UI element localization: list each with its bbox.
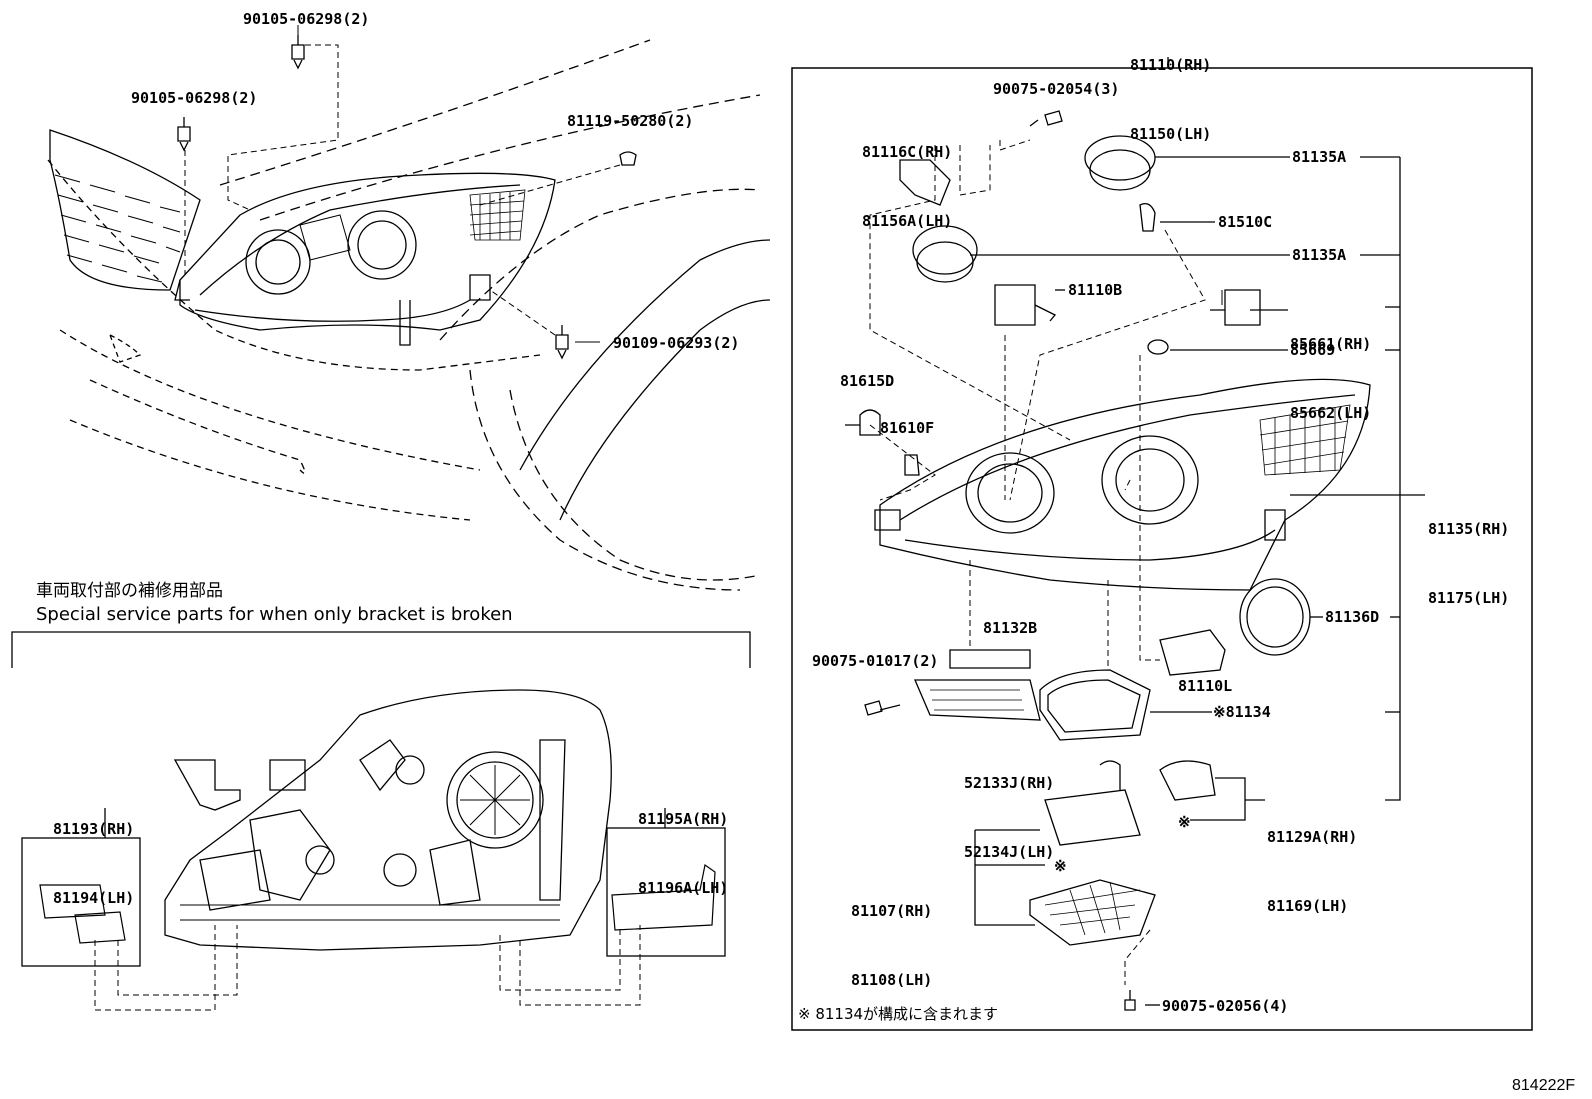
part-label-90075-02054: 90075-02054(3) bbox=[993, 80, 1120, 98]
part-label-81193: 81193(RH) 81194(LH) bbox=[53, 772, 134, 933]
figure-id: 814222F bbox=[1512, 1077, 1576, 1094]
asterisk-mark-81129a: ※ bbox=[1178, 813, 1191, 831]
part-label-52133j: 52133J(RH) 52134J(LH) bbox=[964, 726, 1054, 887]
part-label-81610f: 81610F bbox=[880, 419, 935, 437]
part-label-90075-01017: 90075-01017(2) bbox=[812, 652, 939, 670]
part-label-81110l: 81110L bbox=[1178, 677, 1233, 695]
label-line: 81169(LH) bbox=[1267, 897, 1349, 915]
left-bracket-box bbox=[21, 837, 141, 967]
part-label-81136d: 81136D bbox=[1325, 608, 1380, 626]
header-line-rh: 81110(RH) bbox=[1130, 56, 1212, 74]
header-line-lh: 81150(LH) bbox=[1130, 125, 1212, 143]
label-line: 85662(LH) bbox=[1290, 404, 1372, 422]
part-label-81135a-lower: 81135A bbox=[1292, 246, 1347, 264]
part-label-81135: 81135(RH) 81175(LH) bbox=[1428, 472, 1509, 633]
footnote: ※ 81134が構成に含まれます bbox=[798, 1005, 999, 1023]
label-line: 85661(RH) bbox=[1290, 335, 1372, 353]
assembly-frame bbox=[791, 67, 1533, 1031]
part-label-81116c: 81116C(RH) 81156A(LH) bbox=[862, 95, 952, 256]
part-label-81129a: 81129A(RH) 81169(LH) bbox=[1267, 780, 1357, 941]
part-label-81110b: 81110B bbox=[1068, 281, 1123, 299]
bracket-section-title-jp: 車両取付部の補修用部品 bbox=[36, 581, 223, 601]
part-label-81119: 81119-50280(2) bbox=[567, 112, 694, 130]
label-line: 81135(RH) bbox=[1428, 520, 1510, 538]
part-label-81132b: 81132B bbox=[983, 619, 1038, 637]
part-label-81615d: 81615D bbox=[840, 372, 895, 390]
bracket-section-title-en: Special service parts for when only brac… bbox=[36, 604, 513, 625]
part-label-81107: 81107(RH) 81108(LH) bbox=[851, 854, 932, 1015]
asterisk-mark-81107: ※ bbox=[1054, 857, 1067, 875]
part-label-81134: ※81134 bbox=[1213, 703, 1271, 721]
label-line: 81129A(RH) bbox=[1267, 828, 1358, 846]
label-line: 81156A(LH) bbox=[862, 212, 953, 230]
part-label-81510c: 81510C bbox=[1218, 213, 1273, 231]
label-line: 52134J(LH) bbox=[964, 843, 1055, 861]
assembly-components bbox=[845, 110, 1425, 1011]
label-line: 81193(RH) bbox=[53, 820, 135, 838]
part-label-90109: 90109-06293(2) bbox=[613, 334, 740, 352]
part-label-90105-top: 90105-06298(2) bbox=[243, 10, 370, 28]
label-line: 81116C(RH) bbox=[862, 143, 953, 161]
label-line: 81195A(RH) bbox=[638, 810, 729, 828]
right-bracket-box bbox=[606, 827, 726, 957]
label-line: 81196A(LH) bbox=[638, 879, 729, 897]
label-line: 52133J(RH) bbox=[964, 774, 1055, 792]
part-label-85669: 85669 bbox=[1290, 341, 1336, 359]
label-line: 81175(LH) bbox=[1428, 589, 1510, 607]
lamp-rear-view bbox=[164, 689, 612, 951]
part-label-81195a: 81195A(RH) 81196A(LH) bbox=[638, 762, 728, 923]
label-line: 81194(LH) bbox=[53, 889, 135, 907]
label-line: 81108(LH) bbox=[851, 971, 933, 989]
part-label-81135a-upper: 81135A bbox=[1292, 148, 1347, 166]
label-line: 81107(RH) bbox=[851, 902, 933, 920]
part-label-85661: 85661(RH) 85662(LH) bbox=[1290, 287, 1371, 448]
part-label-90105-left: 90105-06298(2) bbox=[131, 89, 258, 107]
part-label-90075-02056: 90075-02056(4) bbox=[1162, 997, 1289, 1015]
assembly-header: 81110(RH) 81150(LH) bbox=[1130, 8, 1212, 169]
bracket-frame bbox=[11, 631, 751, 668]
bolt-icons bbox=[177, 35, 637, 360]
vehicle-front-view bbox=[47, 25, 771, 591]
